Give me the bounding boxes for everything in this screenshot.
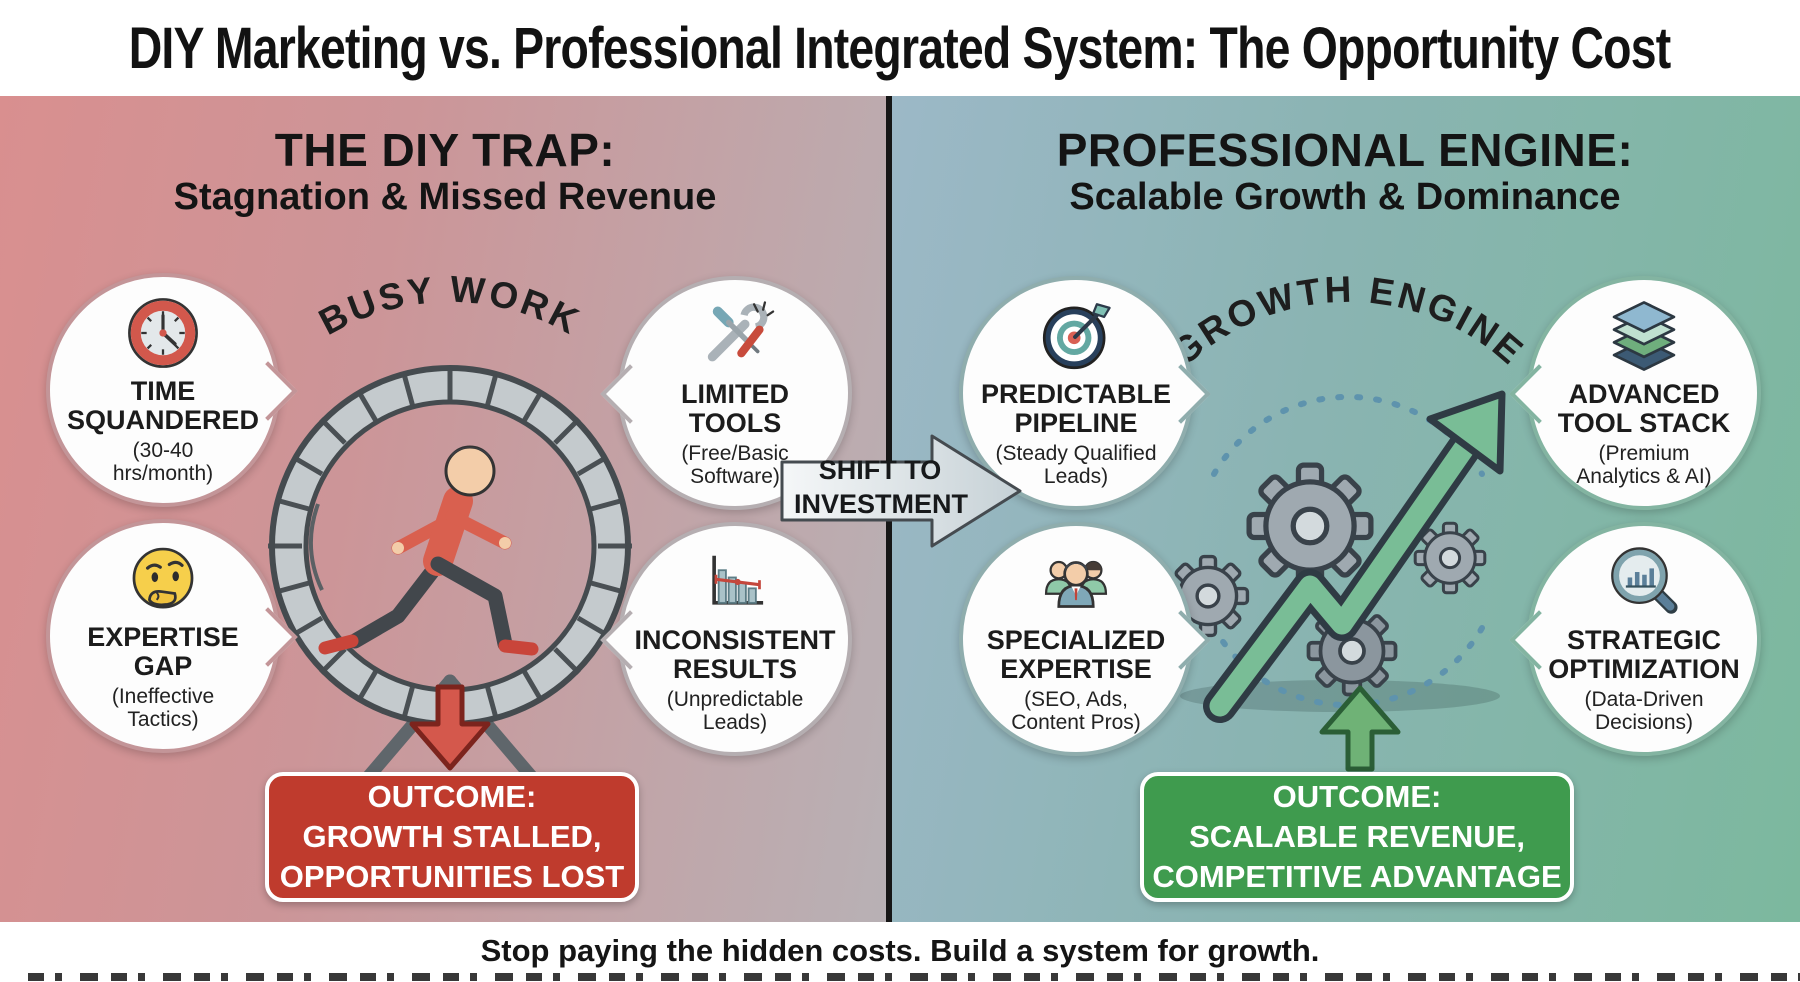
professional-heading: PROFESSIONAL ENGINE: — [1056, 124, 1634, 176]
professional-panel-heading: PROFESSIONAL ENGINE: Scalable Growth & D… — [890, 126, 1800, 218]
up-arrow-icon — [1319, 685, 1401, 772]
diy-heading: THE DIY TRAP: — [274, 124, 616, 176]
professional-outcome-box: OUTCOME: SCALABLE REVENUE, COMPETITIVE A… — [1140, 772, 1574, 902]
outcome-line: OPPORTUNITIES LOST — [279, 858, 625, 894]
bubble-subtitle: (Steady Qualified Leads) — [995, 441, 1157, 489]
page-title: DIY Marketing vs. Professional Integrate… — [129, 15, 1671, 81]
diy-panel-heading: THE DIY TRAP: Stagnation & Missed Revenu… — [0, 126, 890, 218]
bubble-subtitle: (Data-Driven Decisions) — [1584, 687, 1704, 735]
bubble-subtitle: (Free/Basic Software) — [681, 441, 789, 489]
clock-icon — [121, 294, 205, 372]
outcome-line: OUTCOME: — [1272, 779, 1442, 815]
thinking-face-icon — [121, 540, 205, 618]
outcome-line: SCALABLE REVENUE, — [1189, 819, 1525, 855]
right-arrow-icon — [780, 434, 1022, 548]
bubble-subtitle: (Premium Analytics & AI) — [1576, 441, 1712, 489]
declining-chart-icon — [693, 543, 777, 621]
cropped-text-strip — [28, 973, 1800, 981]
broken-tools-icon — [693, 297, 777, 375]
magnifier-chart-icon — [1602, 543, 1686, 621]
footer-tagline: Stop paying the hidden costs. Build a sy… — [480, 933, 1320, 968]
outcome-line: COMPETITIVE ADVANTAGE — [1152, 858, 1562, 894]
outcome-line: OUTCOME: — [367, 779, 537, 815]
title-band: DIY Marketing vs. Professional Integrate… — [0, 0, 1800, 96]
target-icon — [1034, 297, 1118, 375]
outcome-line: GROWTH STALLED, — [302, 819, 602, 855]
down-arrow-icon — [409, 684, 491, 771]
footer-band: Stop paying the hidden costs. Build a sy… — [0, 922, 1800, 982]
team-icon — [1034, 543, 1118, 621]
diy-subheading: Stagnation & Missed Revenue — [173, 176, 717, 219]
shift-to-investment-arrow: SHIFT TO INVESTMENT — [780, 428, 1025, 553]
shift-arrow-label: SHIFT TO INVESTMENT — [794, 455, 969, 519]
bubble-subtitle: (SEO, Ads, Content Pros) — [1011, 687, 1141, 735]
layer-stack-icon — [1602, 297, 1686, 375]
bubble-subtitle: (Ineffective Tactics) — [111, 684, 215, 732]
professional-subheading: Scalable Growth & Dominance — [1069, 176, 1621, 219]
diy-outcome-box: OUTCOME: GROWTH STALLED, OPPORTUNITIES L… — [265, 772, 639, 902]
bubble-subtitle: (30-40 hrs/month) — [112, 438, 214, 486]
bubble-subtitle: (Unpredictable Leads) — [666, 687, 804, 735]
